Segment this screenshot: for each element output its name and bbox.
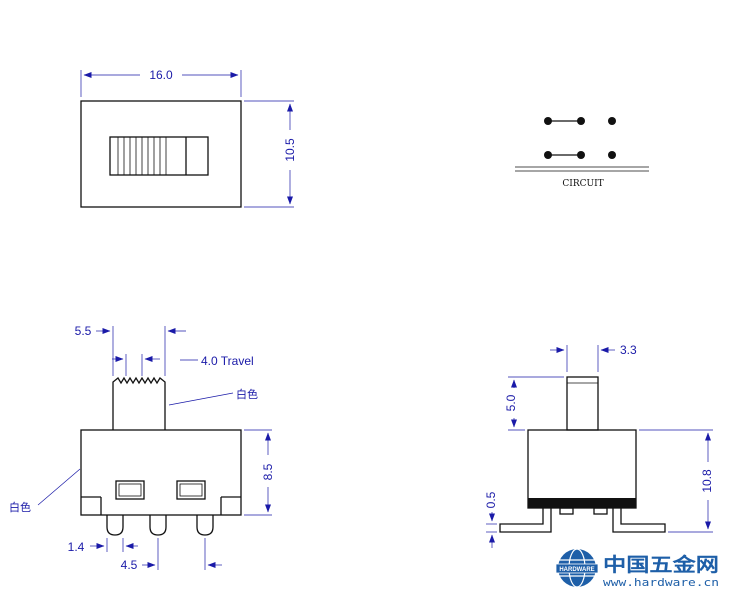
body-note-label: 白色 — [9, 500, 31, 514]
body-color-note: 白色 — [9, 468, 81, 514]
contact-dot — [608, 151, 616, 159]
front-body-outline — [80, 429, 242, 516]
dim-8-5: 8.5 — [244, 429, 275, 516]
contact-dot — [608, 117, 616, 125]
dim-3-3-label: 3.3 — [620, 343, 637, 357]
lever-color-note: 白色 — [168, 387, 258, 406]
slider-window — [109, 136, 209, 176]
front-view: 5.5 4.0 Travel 白色 白色 8.5 — [9, 324, 275, 572]
slider-knob — [117, 137, 187, 175]
logo-badge: HARDWARE — [559, 567, 594, 573]
side-actuator — [566, 376, 599, 431]
contact-dot — [544, 151, 552, 159]
side-body-outline — [527, 429, 637, 509]
dim-5-5: 5.5 — [75, 324, 186, 376]
terminal-pin — [149, 515, 167, 536]
dim-1-4-label: 1.4 — [68, 540, 85, 554]
height-label: 10.5 — [283, 138, 297, 162]
dim-8-5-label: 8.5 — [261, 463, 275, 480]
terminal-pin — [196, 515, 214, 536]
top-body-outline — [80, 100, 242, 208]
watermark-logo: HARDWARE 中国五金网 www.hardware.cn — [555, 548, 719, 589]
width-label: 16.0 — [149, 68, 173, 82]
circuit-caption: CIRCUIT — [562, 179, 603, 189]
dim-3-3: 3.3 — [550, 343, 637, 372]
dim-4-5-label: 4.5 — [121, 558, 138, 572]
dim-0-5-label: 0.5 — [484, 491, 498, 508]
dim-4-5: 4.5 — [121, 538, 222, 572]
side-terminal-left — [499, 508, 552, 533]
dim-10-8: 10.8 — [639, 429, 714, 533]
travel-label: 4.0 Travel — [201, 354, 254, 368]
travel-dimension: 4.0 Travel — [112, 354, 254, 376]
logo-url: www.hardware.cn — [603, 577, 719, 589]
side-view: 3.3 5.0 10.8 0.5 — [484, 343, 714, 548]
circuit-diagram: CIRCUIT — [515, 117, 649, 189]
contact-dot — [577, 151, 585, 159]
dim-5-5-label: 5.5 — [75, 324, 92, 338]
side-base-band — [528, 498, 636, 508]
contact-window — [176, 480, 206, 500]
height-dimension: 10.5 — [244, 100, 297, 208]
side-terminal-right — [612, 508, 666, 533]
lever-note-label: 白色 — [236, 387, 258, 401]
dim-1-4: 1.4 — [68, 538, 138, 554]
globe-icon: HARDWARE — [555, 548, 599, 588]
contact-dot — [577, 117, 585, 125]
dim-0-5: 0.5 — [484, 491, 498, 548]
contact-window — [115, 480, 145, 500]
dim-5-0: 5.0 — [504, 376, 564, 431]
contact-dot — [544, 117, 552, 125]
dim-10-8-label: 10.8 — [700, 469, 714, 493]
top-view: 16.0 10.5 — [80, 68, 297, 208]
dim-5-0-label: 5.0 — [504, 394, 518, 411]
logo-name: 中国五金网 — [603, 553, 719, 576]
terminal-pin — [106, 515, 124, 536]
width-dimension: 16.0 — [80, 68, 242, 97]
actuator-lever — [112, 376, 166, 430]
